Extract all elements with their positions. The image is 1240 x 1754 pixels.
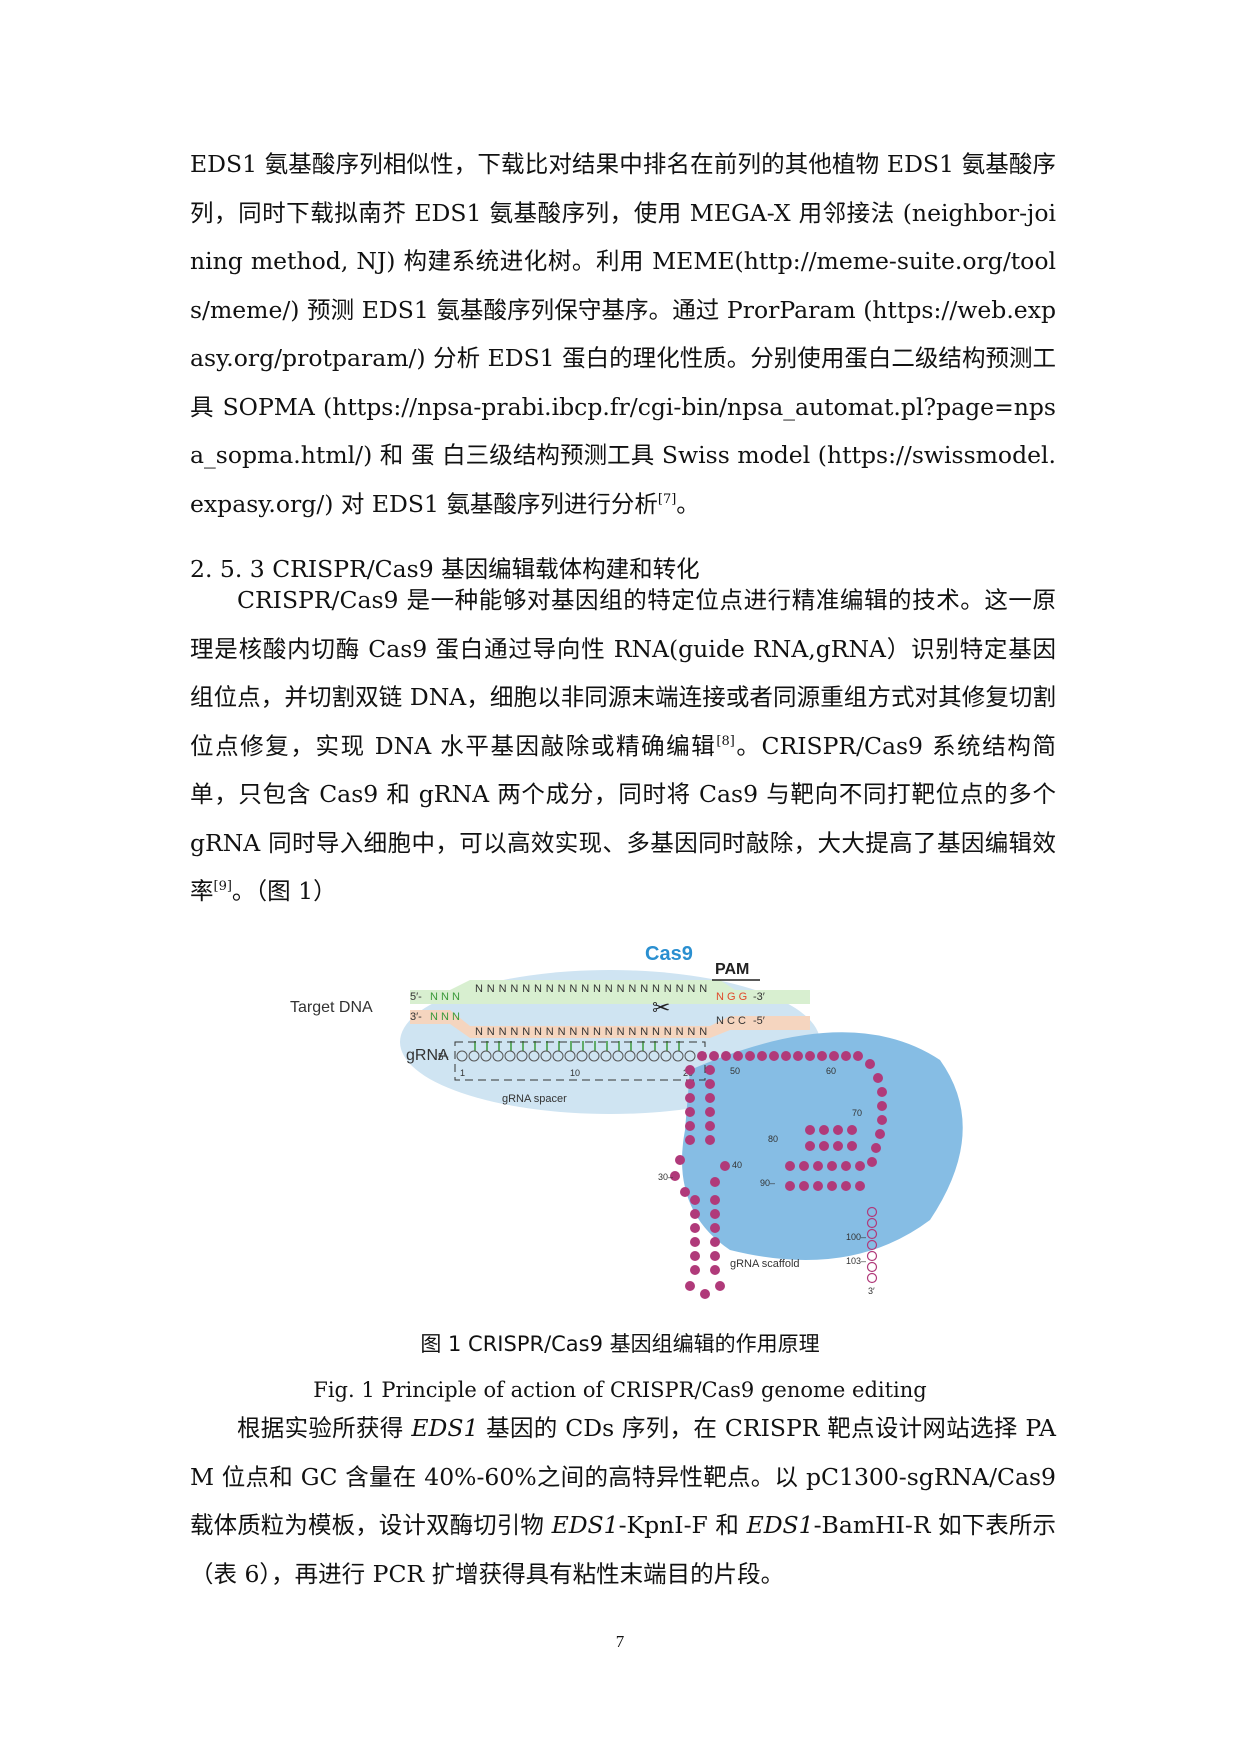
pos-40: 40 [732,1160,742,1170]
bottom-strand-band [410,1010,810,1038]
bottom-nnn: N N N [430,1011,460,1023]
grna-spacer-box [454,1041,706,1081]
paragraph-text: 基因的 CDs 序列，在 CRISPR 靶点设计网站选择 PAM 位点和 GC … [190,1414,1056,1539]
bottom-strand-sequence: N N N N N N N N N N N N N N N N N N N N [475,1026,708,1038]
target-dna-label: Target DNA [290,999,373,1016]
top-strand-sequence: N N N N N N N N N N N N N N N N N N N N [475,983,708,995]
scaffold-hairpins-right [785,1059,887,1191]
crispr-figure: Cas9 Target DNA gRNA 5′- N N N 3′- N N N… [290,943,963,1299]
pos-90: 90– [760,1178,775,1188]
section-heading: 2. 5. 3 CRISPR/Cas9 基因编辑载体构建和转化 [190,555,700,583]
tail-three-prime: 3′ [868,1286,875,1296]
pos-70: 70 [852,1108,862,1118]
pos-103: 103– [846,1256,866,1266]
pos-60: 60 [826,1066,836,1076]
scaffold-tail [866,1206,878,1284]
paragraph-bioinformatics: EDS1 氨基酸序列相似性，下载比对结果中排名在前列的其他植物 EDS1 氨基酸… [190,140,1056,528]
base-pair-ticks [474,1041,680,1051]
paragraph-text: -BamHI-R 如下表所示（表 6），再进行 PCR 扩增获得具有粘性末端目的… [190,1511,1056,1588]
pam-bottom-sequence: N C C [716,1015,746,1027]
paragraph-crispr-intro: CRISPR/Cas9 是一种能够对基因组的特定位点进行精准编辑的技术。这一原理… [190,576,1056,916]
grna-label: gRNA [406,1047,449,1064]
top-strand-band [410,980,810,1004]
grna-scaffold-label: gRNA scaffold [730,1258,800,1270]
five-prime-end: -5′ [753,1015,765,1027]
citation: [7] [657,491,677,507]
three-prime-end: -3′ [753,991,765,1003]
scaffold-stem-left [670,1065,730,1299]
gene-name: EDS1 [411,1414,479,1442]
gene-name: EDS1 [551,1511,619,1539]
five-prime-top: 5′- [410,991,422,1003]
pam-top-sequence: N G G [716,991,747,1003]
paragraph-text: EDS1 氨基酸序列相似性，下载比对结果中排名在前列的其他植物 EDS1 氨基酸… [190,150,1056,518]
citation: [9] [213,879,232,895]
pam-label: PAM [715,961,749,978]
paragraph-text: 。CRISPR/Cas9 系统结构简单，只包含 Cas9 和 gRNA 两个成分… [190,731,1056,906]
pos-100: 100– [846,1232,866,1242]
paragraph-target-design: 根据实验所获得 EDS1 基因的 CDs 序列，在 CRISPR 靶点设计网站选… [190,1404,1056,1598]
grna-five-prime: 5′- [438,1052,449,1063]
tick-10: 10 [570,1068,580,1078]
page-number: 7 [615,1632,625,1651]
paragraph-text: CRISPR/Cas9 是一种能够对基因组的特定位点进行精准编辑的技术。这一原理… [190,586,1056,760]
top-nnn: N N N [430,991,460,1003]
paragraph-text: 。（图 1） [231,877,337,905]
grna-spacer-label: gRNA spacer [502,1093,567,1105]
scissors-icon: ✂ [652,995,670,1020]
paragraph-text: -KpnI-F 和 [618,1511,747,1539]
pos-80: 80 [768,1134,778,1144]
pos-30: 30– [658,1172,673,1182]
pos-50: 50 [730,1066,740,1076]
cas9-label: Cas9 [645,943,693,965]
paragraph-end: 。 [676,489,700,518]
figure-caption-en: Fig. 1 Principle of action of CRISPR/Cas… [313,1378,927,1402]
gene-name: EDS1 [746,1511,814,1539]
figure-caption-cn: 图 1 CRISPR/Cas9 基因组编辑的作用原理 [420,1332,820,1356]
tick-1: 1 [460,1068,465,1078]
grna-spacer-nucleotides [456,1050,696,1062]
three-prime-bottom: 3′- [410,1011,422,1023]
scaffold-top-row [697,1051,863,1061]
paragraph-text: 根据实验所获得 [237,1414,412,1442]
citation: [8] [716,733,735,749]
